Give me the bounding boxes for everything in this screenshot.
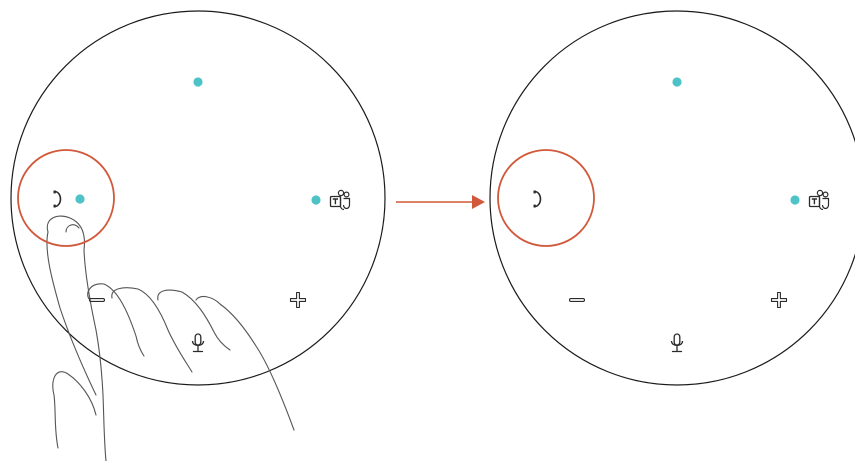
volume-up-button[interactable] [291, 293, 306, 308]
phone-handset-icon [54, 191, 61, 208]
microphone-icon [672, 334, 683, 352]
minus-icon [570, 299, 585, 302]
teams-led-indicator [311, 195, 320, 204]
top-led-indicator [193, 77, 202, 86]
volume-down-button[interactable] [90, 299, 105, 302]
top-led-indicator [672, 77, 681, 86]
teams-button[interactable] [810, 190, 829, 209]
microsoft-teams-icon [810, 190, 829, 209]
phone-handset-icon [534, 191, 541, 208]
call-button-highlight [498, 150, 594, 246]
call-button[interactable] [534, 191, 541, 208]
plus-icon [291, 293, 306, 308]
teams-button[interactable] [331, 190, 350, 209]
microphone-icon [193, 334, 204, 352]
call-led-indicator [75, 194, 84, 203]
mute-button[interactable] [193, 334, 204, 352]
volume-down-button[interactable] [570, 299, 585, 302]
microsoft-teams-icon [331, 190, 350, 209]
mute-button[interactable] [672, 334, 683, 352]
finger-tap-icon [47, 216, 294, 461]
volume-up-button[interactable] [772, 293, 787, 308]
device-after-panel [490, 11, 855, 385]
minus-icon [90, 299, 105, 302]
device-outline [490, 11, 855, 385]
device-before-panel [11, 11, 385, 461]
teams-led-indicator [790, 195, 799, 204]
call-button[interactable] [54, 191, 61, 208]
arrow-right-icon [396, 195, 485, 209]
plus-icon [772, 293, 787, 308]
